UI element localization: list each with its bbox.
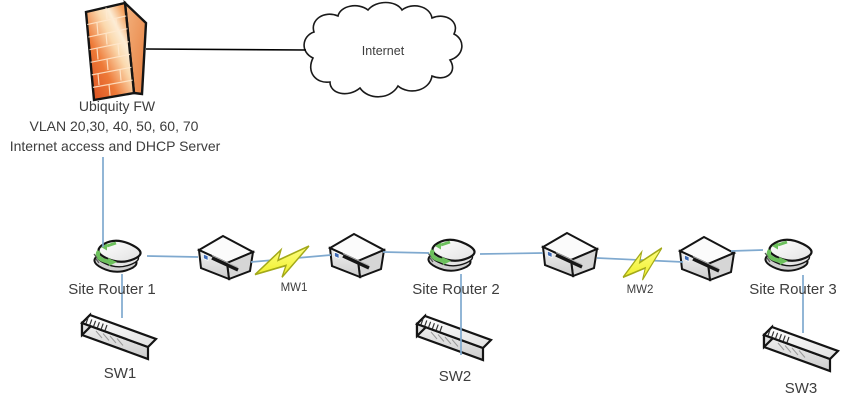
- cloud-icon[interactable]: [303, 1, 463, 98]
- firewall-brick-wall-icon[interactable]: [84, 0, 148, 102]
- firewall-label-line3: Internet access and DHCP Server: [10, 138, 221, 154]
- connector-router1-radio1[interactable]: [146, 255, 199, 258]
- site-router-3-label: Site Router 3: [749, 281, 837, 298]
- lightning-bolt-icon-mw2[interactable]: [622, 247, 663, 281]
- site-router-2-label: Site Router 2: [412, 281, 500, 298]
- sw2-label: SW2: [439, 368, 472, 385]
- switch-icon-sw3[interactable]: [762, 325, 840, 373]
- radio-unit-icon-1[interactable]: [197, 234, 255, 281]
- switch-icon-sw1[interactable]: [80, 313, 158, 361]
- internet-label: Internet: [362, 44, 405, 58]
- connectors-blue: [102, 157, 804, 355]
- site-router-1-label: Site Router 1: [68, 281, 156, 298]
- mw2-label: MW2: [627, 284, 654, 296]
- connector-firewall-internet[interactable]: [145, 48, 307, 51]
- router-icon-site-router-2[interactable]: [428, 240, 475, 271]
- connector-radio2-router2[interactable]: [382, 251, 430, 254]
- firewall-label-line2: VLAN 20,30, 40, 50, 60, 70: [30, 118, 199, 134]
- radio-unit-icon-4[interactable]: [678, 235, 736, 282]
- sw3-label: SW3: [785, 380, 818, 397]
- router-icon-site-router-3[interactable]: [765, 240, 812, 271]
- firewall-front-face: [84, 1, 136, 102]
- sw1-label: SW1: [104, 365, 137, 382]
- router-icon-site-router-1[interactable]: [94, 241, 141, 272]
- connector-radio4-router3[interactable]: [730, 249, 764, 252]
- switch-icon-sw2[interactable]: [415, 314, 493, 362]
- firewall-brick-lines: [86, 7, 133, 96]
- connector-router2-radio3[interactable]: [479, 252, 544, 255]
- radio-unit-icon-2[interactable]: [328, 232, 386, 279]
- firewall-label-line1: Ubiquity FW: [79, 98, 156, 114]
- radio-unit-icon-3[interactable]: [541, 231, 599, 278]
- mw1-label: MW1: [281, 282, 308, 294]
